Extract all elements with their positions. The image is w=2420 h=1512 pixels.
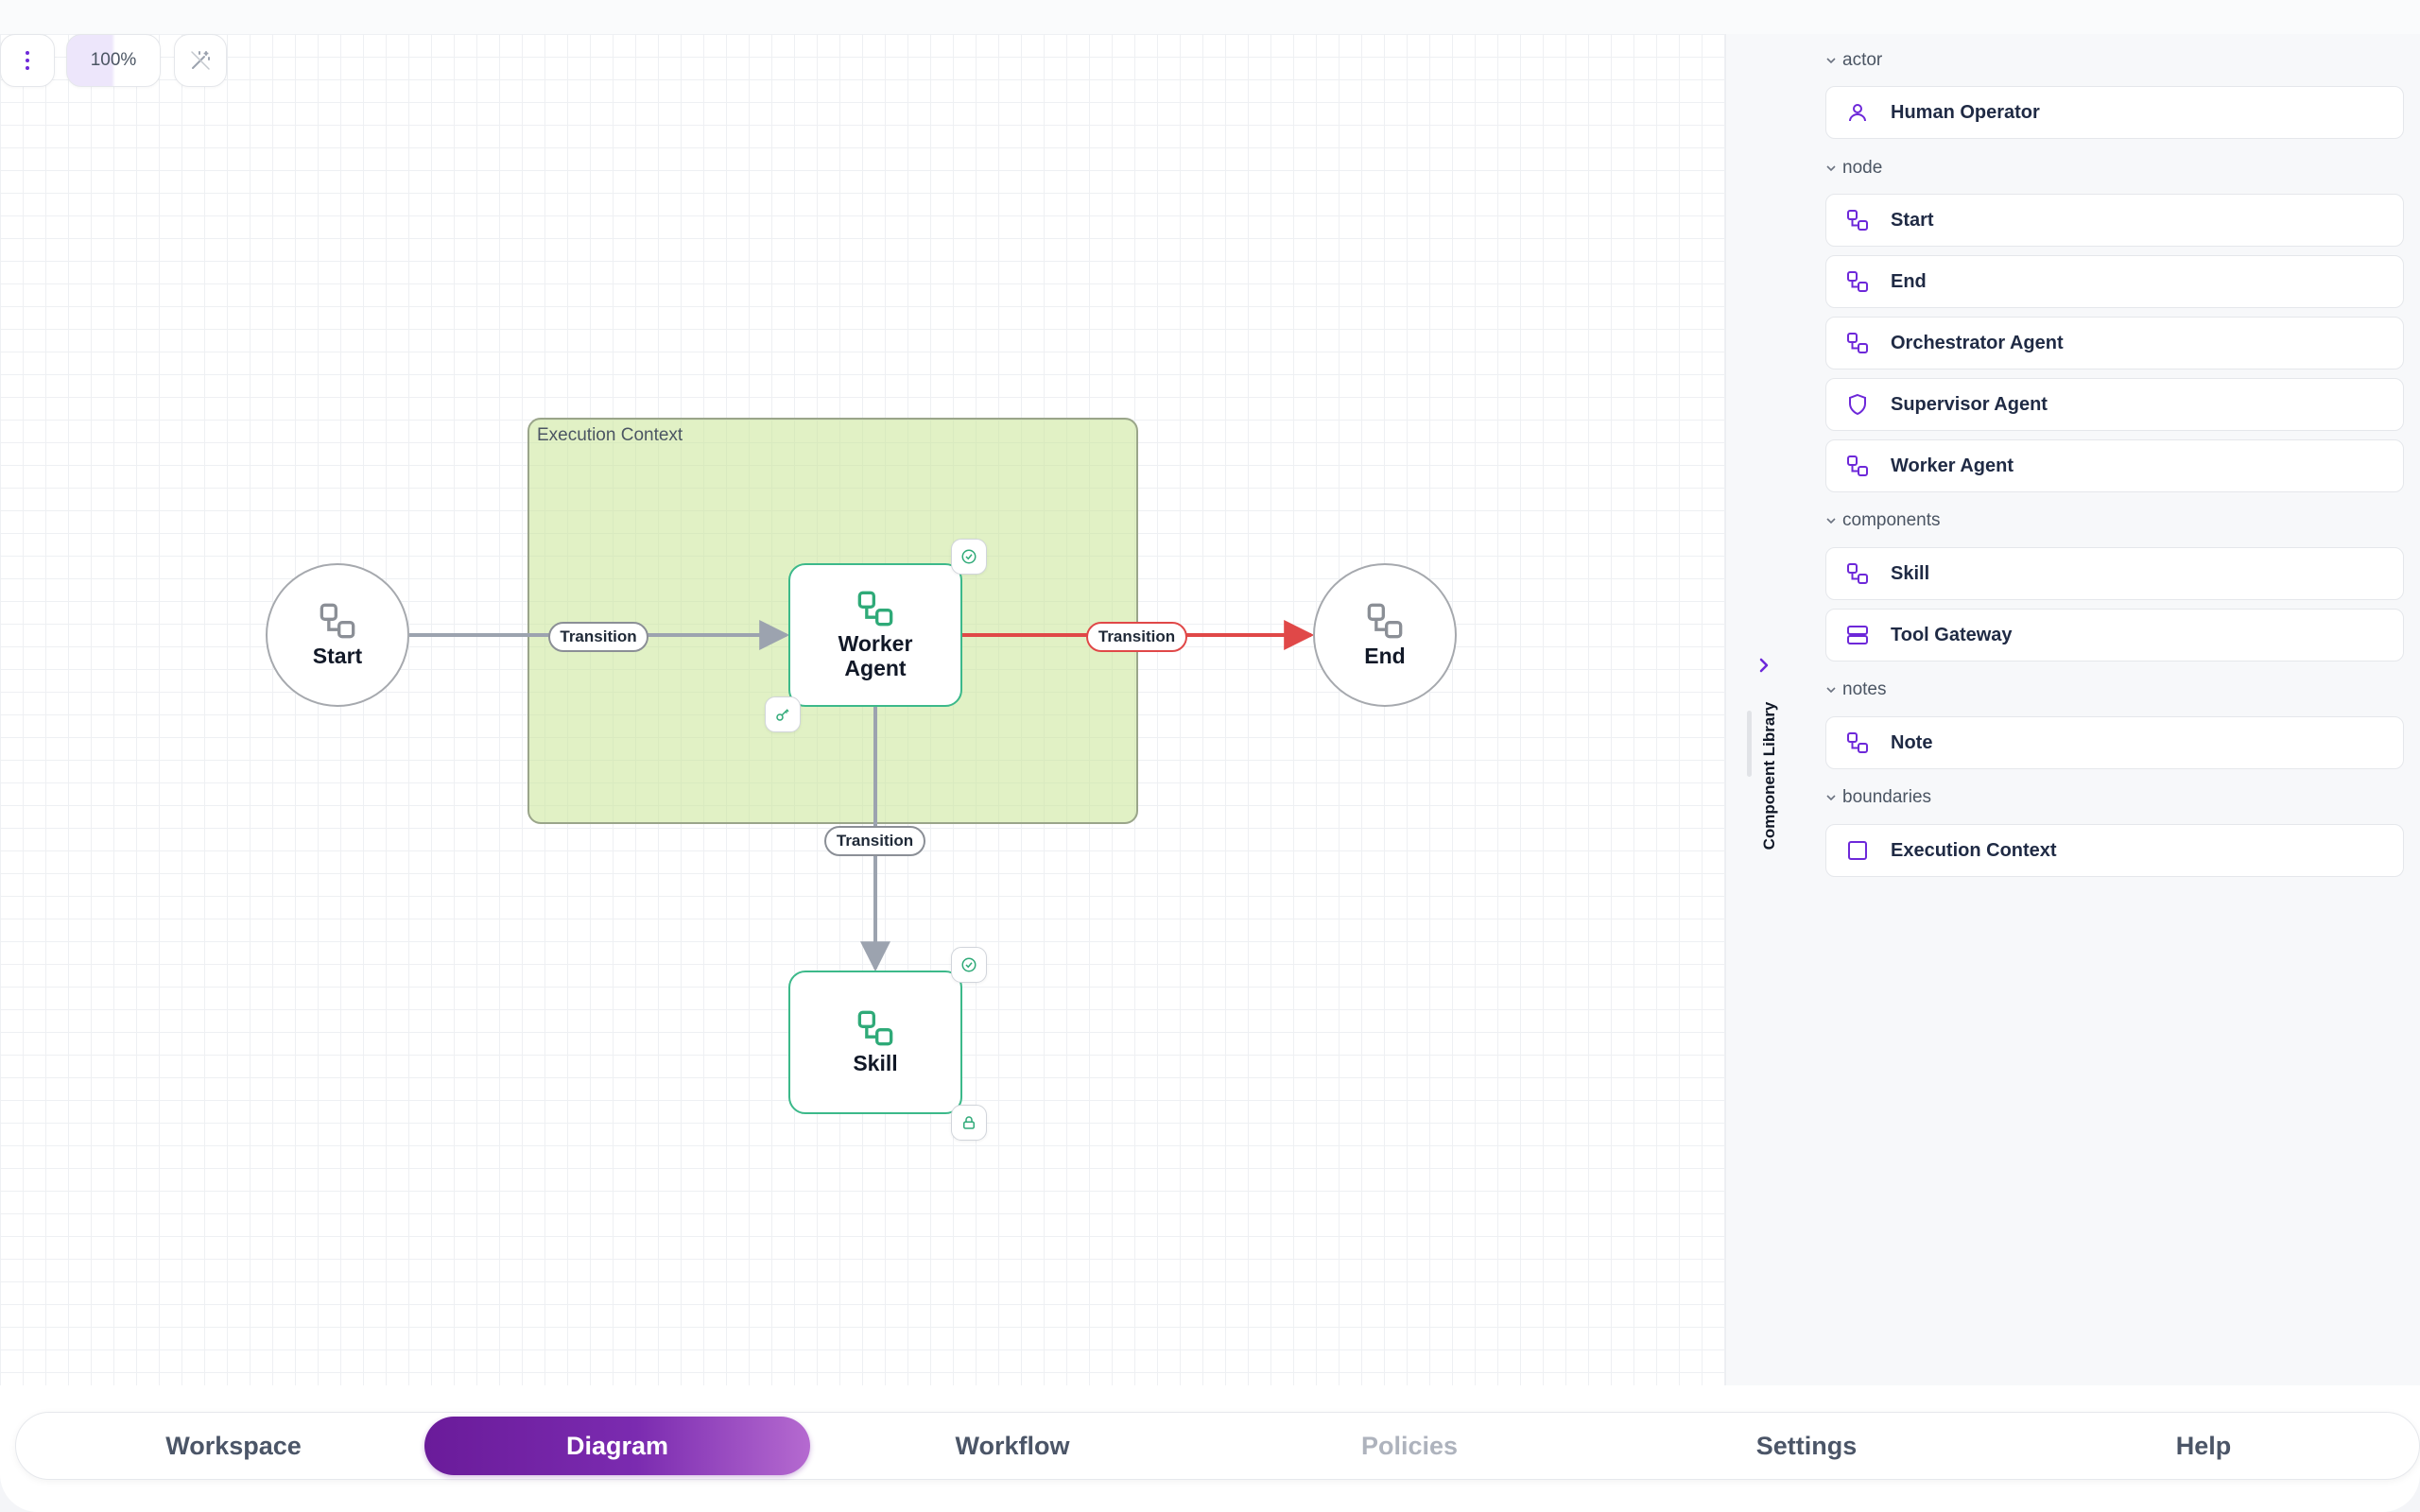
library-item-tool-gateway[interactable]: Tool Gateway	[1825, 609, 2404, 662]
top-strip	[0, 0, 2420, 34]
library-item-human-operator[interactable]: Human Operator	[1825, 86, 2404, 139]
nav-diagram[interactable]: Diagram	[424, 1417, 810, 1475]
library-item-label: Note	[1891, 731, 1933, 753]
component-library-panel: actor Human Operator node Start End	[1805, 34, 2420, 1385]
worker-key-badge[interactable]	[765, 696, 801, 732]
library-item-orchestrator-agent[interactable]: Orchestrator Agent	[1825, 317, 2404, 369]
diagram: Execution Context Transition Transition …	[266, 418, 1457, 1141]
more-vertical-icon	[26, 51, 29, 70]
library-item-start[interactable]: Start	[1825, 194, 2404, 247]
zoom-level-button[interactable]: 100%	[66, 34, 161, 87]
chevron-down-icon	[1826, 795, 1836, 801]
bottom-navigation: Workspace Diagram Workflow Policies Sett…	[15, 1412, 2420, 1480]
magic-wand-button[interactable]	[174, 34, 227, 87]
zoom-level: 100%	[90, 50, 137, 70]
node-icon	[857, 591, 893, 627]
square-icon	[1845, 838, 1870, 863]
node-icon	[1845, 269, 1870, 294]
worker-node-label-line1: Worker	[838, 631, 913, 656]
nav-settings[interactable]: Settings	[1755, 1431, 1858, 1460]
node-icon	[1845, 730, 1870, 755]
node-icon	[320, 603, 355, 638]
edge-label-start-worker[interactable]: Transition	[548, 622, 648, 652]
group-header-notes[interactable]: notes	[1825, 679, 1886, 700]
nav-workflow[interactable]: Workflow	[955, 1431, 1070, 1460]
worker-node-label-line2: Agent	[844, 656, 907, 680]
edge-label-worker-skill[interactable]: Transition	[824, 826, 925, 856]
library-item-skill[interactable]: Skill	[1825, 547, 2404, 600]
library-item-worker-agent[interactable]: Worker Agent	[1825, 439, 2404, 492]
start-node-label: Start	[312, 643, 363, 668]
group-label: components	[1842, 510, 1941, 530]
nav-workspace[interactable]: Workspace	[165, 1431, 302, 1460]
library-item-label: Tool Gateway	[1891, 624, 2013, 645]
library-item-end[interactable]: End	[1825, 255, 2404, 308]
start-node[interactable]: Start	[266, 563, 409, 707]
shield-icon	[1845, 392, 1870, 417]
node-icon	[1845, 208, 1870, 232]
skill-node-label: Skill	[853, 1051, 898, 1075]
chevron-down-icon	[1826, 518, 1836, 524]
node-icon	[1845, 561, 1870, 586]
library-item-label: Skill	[1891, 562, 1930, 584]
group-label: node	[1842, 158, 1883, 178]
library-item-execution-context[interactable]: Execution Context	[1825, 824, 2404, 877]
resize-handle[interactable]	[1747, 711, 1752, 777]
nav-policies: Policies	[1360, 1431, 1459, 1460]
boundary-label: Execution Context	[537, 425, 683, 445]
group-header-components[interactable]: components	[1825, 510, 1941, 531]
group-label: boundaries	[1842, 787, 1932, 807]
node-icon	[857, 1010, 893, 1046]
group-header-node[interactable]: node	[1825, 158, 1882, 179]
worker-status-badge[interactable]	[951, 539, 987, 575]
library-item-label: Orchestrator Agent	[1891, 332, 2064, 353]
library-item-label: Human Operator	[1891, 101, 2040, 123]
skill-status-badge[interactable]	[951, 947, 987, 983]
chevron-down-icon	[1826, 687, 1836, 694]
check-circle-icon	[961, 549, 977, 564]
library-item-label: End	[1891, 270, 1927, 292]
user-icon	[1845, 100, 1870, 125]
edge-label-worker-end[interactable]: Transition	[1086, 622, 1187, 652]
group-header-actor[interactable]: actor	[1825, 50, 1882, 71]
node-icon	[1367, 603, 1403, 638]
chevron-down-icon	[1826, 58, 1836, 64]
library-item-label: Worker Agent	[1891, 455, 2014, 476]
end-node[interactable]: End	[1313, 563, 1457, 707]
library-item-note[interactable]: Note	[1825, 716, 2404, 769]
magic-wand-icon	[191, 51, 210, 70]
nav-help[interactable]: Help	[2175, 1431, 2232, 1460]
group-header-boundaries[interactable]: boundaries	[1825, 787, 1931, 808]
skill-lock-badge[interactable]	[951, 1105, 987, 1141]
chevron-right-icon[interactable]	[1756, 656, 1772, 675]
check-circle-icon	[961, 957, 977, 972]
library-item-supervisor-agent[interactable]: Supervisor Agent	[1825, 378, 2404, 431]
group-label: actor	[1842, 50, 1883, 70]
component-library-toggle[interactable]: Component Library	[1760, 701, 1778, 850]
node-icon	[1845, 454, 1870, 478]
server-icon	[1845, 623, 1870, 647]
lock-icon	[963, 1116, 975, 1129]
node-icon	[1845, 331, 1870, 355]
library-item-label: Start	[1891, 209, 1934, 231]
chevron-down-icon	[1826, 165, 1836, 172]
library-rail: Component Library	[1725, 34, 1805, 1385]
library-item-label: Execution Context	[1891, 839, 2057, 861]
worker-agent-node[interactable]: Worker Agent	[788, 563, 962, 707]
group-label: notes	[1842, 679, 1887, 699]
end-node-label: End	[1364, 643, 1406, 668]
key-icon	[776, 709, 789, 721]
skill-node[interactable]: Skill	[788, 971, 962, 1114]
canvas-menu-button[interactable]	[0, 34, 55, 87]
library-item-label: Supervisor Agent	[1891, 393, 2048, 415]
